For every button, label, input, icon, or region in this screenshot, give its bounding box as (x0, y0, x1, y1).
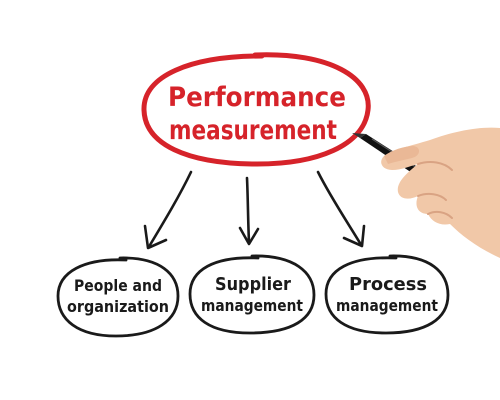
hand-shadow (417, 161, 453, 219)
child-node-outline (188, 254, 316, 335)
child-node-line-1: Supplier (215, 274, 291, 295)
connector-middle (245, 176, 251, 244)
child-node-line-1: Process (349, 274, 427, 295)
child-node-line-1: People and (74, 276, 162, 295)
central-node-outline (141, 52, 371, 167)
arrowhead-middle (238, 226, 260, 246)
arrowhead-left (143, 224, 168, 250)
child-node-process-management: Process management (324, 254, 450, 335)
hand-holding-pen-icon (352, 127, 500, 259)
child-node-outline (324, 254, 450, 335)
connector-left (148, 170, 193, 247)
central-node-line-1: Performance (168, 82, 346, 113)
child-node-line-2: management (336, 296, 438, 315)
child-node-outline (56, 256, 180, 338)
central-node-line-2: measurement (169, 115, 337, 146)
thumb-shape (384, 146, 420, 164)
pen-tip (352, 133, 366, 138)
child-node-line-2: organization (67, 297, 169, 316)
connectors (143, 170, 366, 250)
child-node-line-2: management (201, 296, 303, 315)
child-node-supplier-management: Supplier management (188, 254, 316, 335)
central-node: Performance measurement (141, 52, 371, 167)
child-node-people-organization: People and organization (56, 256, 180, 338)
hand-shape (381, 127, 500, 259)
connector-right (316, 170, 362, 245)
arrowhead-right (342, 224, 366, 248)
